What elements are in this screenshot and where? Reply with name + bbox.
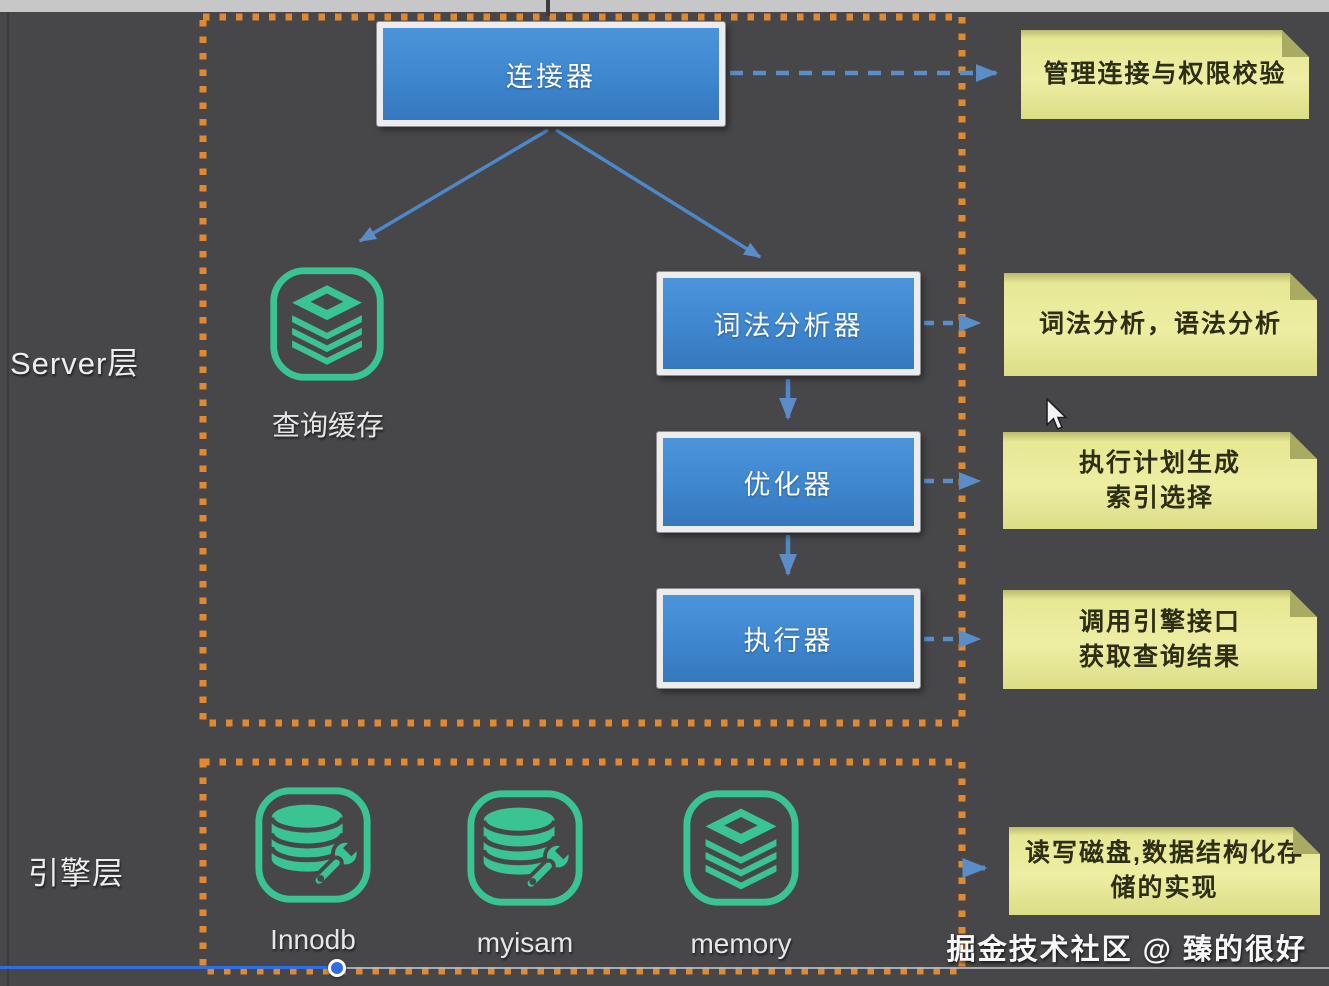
note-lexical-analysis: 词法分析，语法分析: [1004, 273, 1317, 376]
database-wrench-icon: [467, 790, 583, 906]
lexer-node: 词法分析器: [657, 272, 920, 375]
server-layer-dotted-frame: [199, 13, 966, 727]
optimizer-node: 优化器: [657, 432, 920, 532]
watermark-text: 掘金技术社区 @ 臻的很好: [946, 934, 1307, 966]
note-text: 索引选择: [1105, 483, 1214, 512]
note-execution-plan: 执行计划生成 索引选择: [1003, 432, 1317, 529]
note-disk-storage: 读写磁盘,数据结构化存 储的实现: [1009, 827, 1320, 915]
arrow-connector-to-lexer: [555, 128, 762, 259]
note-text: 管理连接与权限校验: [1043, 60, 1287, 88]
layer-stack-icon: [683, 790, 799, 906]
memory-icon-box: [678, 785, 804, 911]
myisam-label: myisam: [476, 927, 574, 958]
note-text: 调用引擎接口: [1078, 607, 1241, 636]
video-top-strip: [0, 0, 1329, 12]
video-top-tick: [546, 0, 550, 16]
video-progress-played[interactable]: [0, 966, 337, 969]
note-connection-management: 管理连接与权限校验: [1021, 30, 1309, 119]
database-wrench-icon: [255, 787, 371, 903]
arrow-connector-to-query-cache: [358, 128, 549, 243]
layer-stack-icon: [270, 267, 384, 381]
video-progress-remaining[interactable]: [337, 967, 1329, 969]
executor-node: 执行器: [657, 589, 920, 688]
myisam-icon-box: [462, 785, 588, 911]
innodb-label: Innodb: [270, 924, 356, 955]
engine-layer-label: 引擎层: [28, 856, 124, 891]
server-layer-label: Server层: [10, 346, 140, 381]
video-progress-handle[interactable]: [328, 959, 346, 977]
lexer-node-label: 词法分析器: [713, 311, 864, 341]
query-cache-label: 查询缓存: [271, 410, 384, 441]
note-text: 读写磁盘,数据结构化存: [1025, 839, 1304, 867]
connector-node: 连接器: [377, 22, 725, 126]
note-engine-interface: 调用引擎接口 获取查询结果: [1003, 590, 1317, 689]
note-text: 获取查询结果: [1078, 642, 1241, 671]
connector-node-label: 连接器: [506, 61, 596, 92]
engine-layer-dotted-frame: [199, 758, 966, 975]
memory-label: memory: [690, 928, 792, 959]
query-cache-icon-box: [265, 262, 389, 386]
note-text: 词法分析，语法分析: [1038, 310, 1282, 338]
frame-left-edge: [7, 12, 9, 986]
optimizer-node-label: 优化器: [743, 469, 834, 500]
note-text: 储的实现: [1110, 874, 1219, 902]
note-text: 执行计划生成: [1078, 448, 1241, 477]
mouse-cursor-icon: [1046, 398, 1068, 431]
innodb-icon-box: [250, 782, 376, 908]
executor-node-label: 执行器: [743, 626, 834, 656]
